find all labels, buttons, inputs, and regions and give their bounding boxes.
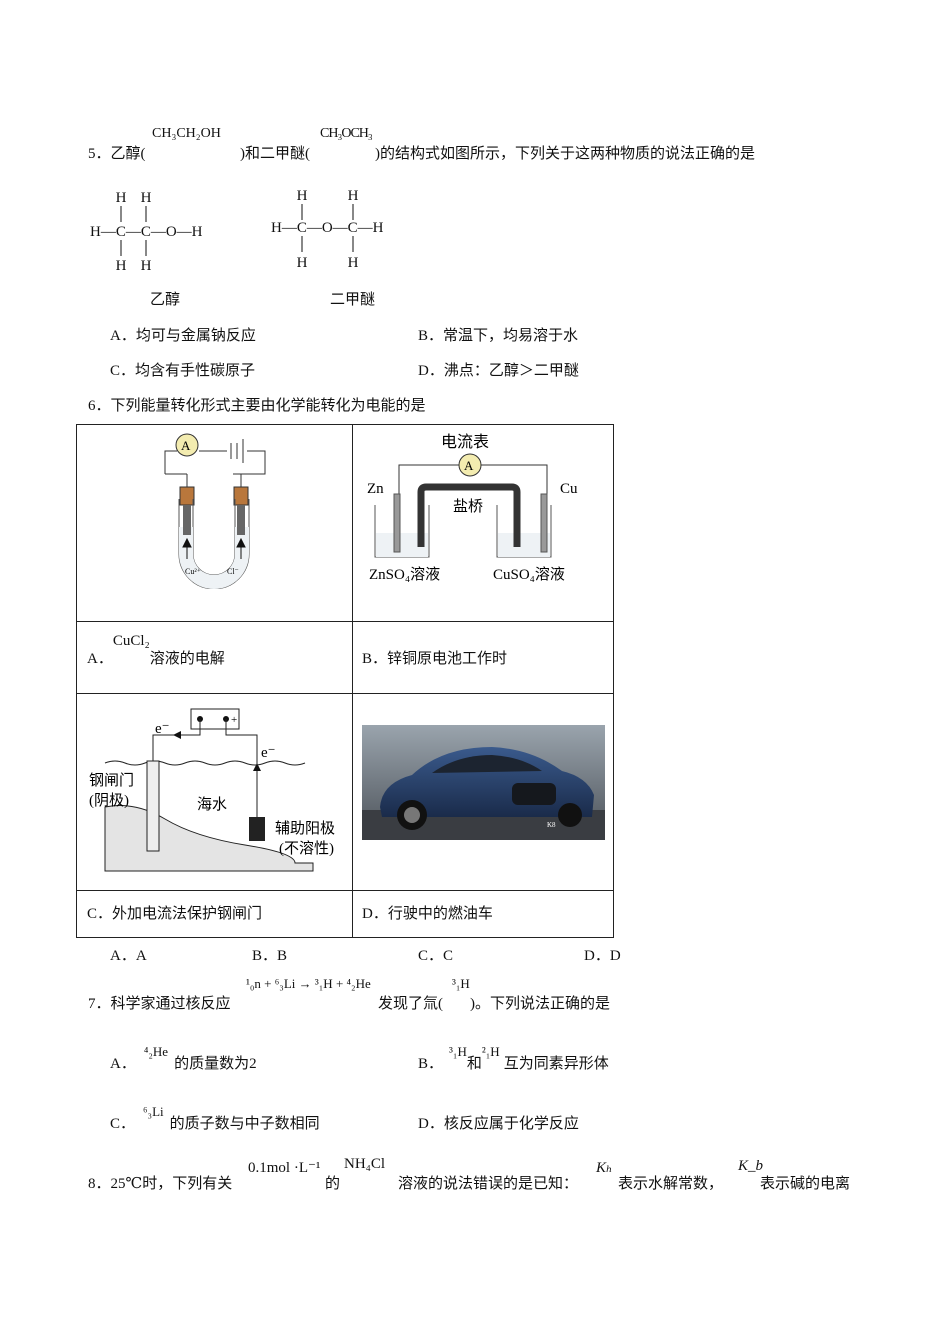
- q6-answer-b[interactable]: B．B: [252, 948, 288, 964]
- q7-option-d[interactable]: D．核反应属于化学反应: [418, 1112, 579, 1133]
- q7-reaction: ¹₀n + ⁶₃Li → ³₁H + ⁴₂He: [246, 976, 371, 991]
- ammeter-title: 电流表: [441, 433, 489, 451]
- option-c-cell[interactable]: C．外加电流法保护钢闸门: [87, 906, 263, 922]
- q5-option-d[interactable]: D．沸点：乙醇＞二甲醚: [418, 363, 579, 379]
- ethanol-label: 乙醇: [150, 292, 181, 308]
- zn-label: Zn: [367, 481, 384, 497]
- svg-text:H: H: [116, 258, 127, 274]
- nuclide: ²₁H: [481, 1044, 500, 1059]
- q5-option-b[interactable]: B．常温下，均易溶于水: [418, 328, 579, 344]
- q7-stem-c: )。下列说法正确的是: [470, 996, 610, 1012]
- option-text: 的质子数与中子数相同: [169, 1116, 320, 1132]
- table-divider: [352, 425, 353, 937]
- q6-stem: 6．下列能量转化形式主要由化学能转化为电能的是: [88, 398, 426, 414]
- q6-answer-c[interactable]: C．C: [418, 948, 454, 964]
- svg-text:H: H: [297, 255, 308, 271]
- gate-label: 钢闸门: [89, 772, 134, 789]
- q5-stem-c: )的结构式如图所示，下列关于这两种物质的说法正确的是: [375, 146, 755, 162]
- q5-stem-b: )和二甲醚(: [240, 146, 310, 162]
- table-divider: [77, 890, 613, 891]
- option-text: 核反应属于化学反应: [443, 1116, 579, 1132]
- cucl2-formula: CuCl₂: [112, 633, 150, 649]
- q7-option-b[interactable]: B． ³₁H和²₁H互为同素异形体: [418, 1040, 609, 1072]
- q8-stem-c: 溶液的说法错误的是已知：: [398, 1176, 579, 1192]
- car-badge: K8: [547, 821, 556, 829]
- znso4-label: ZnSO₄溶液: [369, 566, 440, 583]
- cu-ion-label: Cu²⁺: [185, 567, 201, 576]
- q6-answer-a[interactable]: A．A: [110, 948, 147, 964]
- q5-option-c[interactable]: C．均含有手性碳原子: [110, 363, 256, 379]
- electron-left-label: e⁻: [155, 721, 170, 737]
- option-prefix: A．: [110, 1056, 136, 1072]
- q7-option-c[interactable]: C． ⁶₃Li 的质子数与中子数相同: [110, 1100, 320, 1132]
- svg-text:H: H: [116, 190, 127, 206]
- q8-stem-e: 表示碱的电离: [760, 1176, 851, 1192]
- ammeter-label: A: [464, 458, 474, 473]
- option-a-text: 溶液的电解: [149, 651, 225, 667]
- cl-ion-label: Cl⁻: [227, 567, 239, 576]
- table-divider: [77, 621, 613, 622]
- cu-label: Cu: [560, 481, 578, 497]
- q5-ether-formula: CH₃OCH₃: [320, 126, 373, 141]
- option-text: 的质量数为2: [174, 1056, 257, 1072]
- q8-stem-b: 的: [325, 1176, 341, 1192]
- ammeter-label: A: [181, 438, 191, 453]
- anode-label: 辅助阳极: [275, 820, 335, 837]
- svg-text:H: H: [348, 188, 359, 204]
- option-prefix: C．: [110, 1116, 136, 1132]
- option-prefix: D．: [418, 1116, 444, 1132]
- svg-text:H: H: [297, 188, 308, 204]
- ethanol-middle-row: H—C—C—O—H: [90, 224, 203, 240]
- option-a-cell[interactable]: A． CuCl₂ 溶液的电解: [87, 631, 225, 667]
- q7-stem-a: 7．科学家通过核反应: [88, 996, 231, 1012]
- q5-option-a[interactable]: A．均可与金属钠反应: [110, 328, 256, 344]
- q7-option-a[interactable]: A． ⁴₂He 的质量数为2: [110, 1040, 257, 1072]
- option-text: 互为同素异形体: [503, 1056, 609, 1072]
- nuclide: ³₁H: [449, 1044, 467, 1059]
- car-photo: K8: [362, 725, 605, 840]
- option-a-prefix: A．: [87, 651, 113, 667]
- q8-kb: K_b: [738, 1158, 764, 1174]
- ether-middle-row: H—C—O—C—H: [271, 220, 384, 236]
- nuclide: ⁶₃Li: [143, 1104, 164, 1119]
- q7-stem-b: 发现了氚(: [378, 996, 443, 1012]
- option-d-cell[interactable]: D．行驶中的燃油车: [362, 906, 493, 922]
- q8-compound: NH₄Cl: [344, 1156, 386, 1172]
- table-divider: [77, 693, 613, 694]
- gate-note: (阴极): [89, 792, 129, 809]
- cuso4-label: CuSO₄溶液: [493, 566, 565, 583]
- q8-stem-d: 表示水解常数，: [618, 1176, 724, 1192]
- ether-structure: H H H—C—O—C—H H H: [271, 188, 384, 271]
- salt-bridge-label: 盐桥: [453, 498, 483, 515]
- ether-label: 二甲醚: [330, 292, 376, 308]
- q8-stem-a: 8．25℃时，下列有关: [88, 1176, 233, 1192]
- svg-text:H: H: [141, 258, 152, 274]
- option-prefix: B．: [418, 1056, 444, 1072]
- plus-label: +: [231, 714, 237, 726]
- anode-note: (不溶性): [279, 840, 334, 857]
- nuclide: ⁴₂He: [143, 1044, 169, 1059]
- q8-concentration: 0.1mol ·L⁻¹: [248, 1160, 321, 1176]
- q5-stem-a: 5．乙醇(: [88, 146, 146, 162]
- seawater-label: 海水: [197, 796, 227, 813]
- zinc-copper-cell-figure: 电流表 A Zn Cu 盐桥 ZnSO₄溶液 CuSO₄溶液: [367, 433, 578, 583]
- option-mid: 和: [466, 1056, 482, 1072]
- q6-options-table: A Cu²⁺ Cl⁻ 电流表 A Zn Cu 盐桥 ZnSO₄溶液: [76, 424, 614, 938]
- q8-kh: Kₕ: [596, 1160, 613, 1176]
- q6-answer-d[interactable]: D．D: [584, 948, 621, 964]
- svg-text:H: H: [141, 190, 152, 206]
- q5-ethanol-formula: CH₃CH₂OH: [152, 126, 221, 141]
- option-b-cell[interactable]: B．锌铜原电池工作时: [362, 651, 508, 667]
- electron-right-label: e⁻: [261, 745, 276, 761]
- svg-text:H: H: [348, 255, 359, 271]
- q7-tritium: ³₁H: [452, 976, 470, 991]
- impressed-current-figure: + e⁻ e⁻ 钢闸门 (阴极) 海水 辅助阳极 (不溶性): [89, 708, 335, 872]
- u-tube-electrolysis-figure: A Cu²⁺ Cl⁻: [164, 433, 266, 589]
